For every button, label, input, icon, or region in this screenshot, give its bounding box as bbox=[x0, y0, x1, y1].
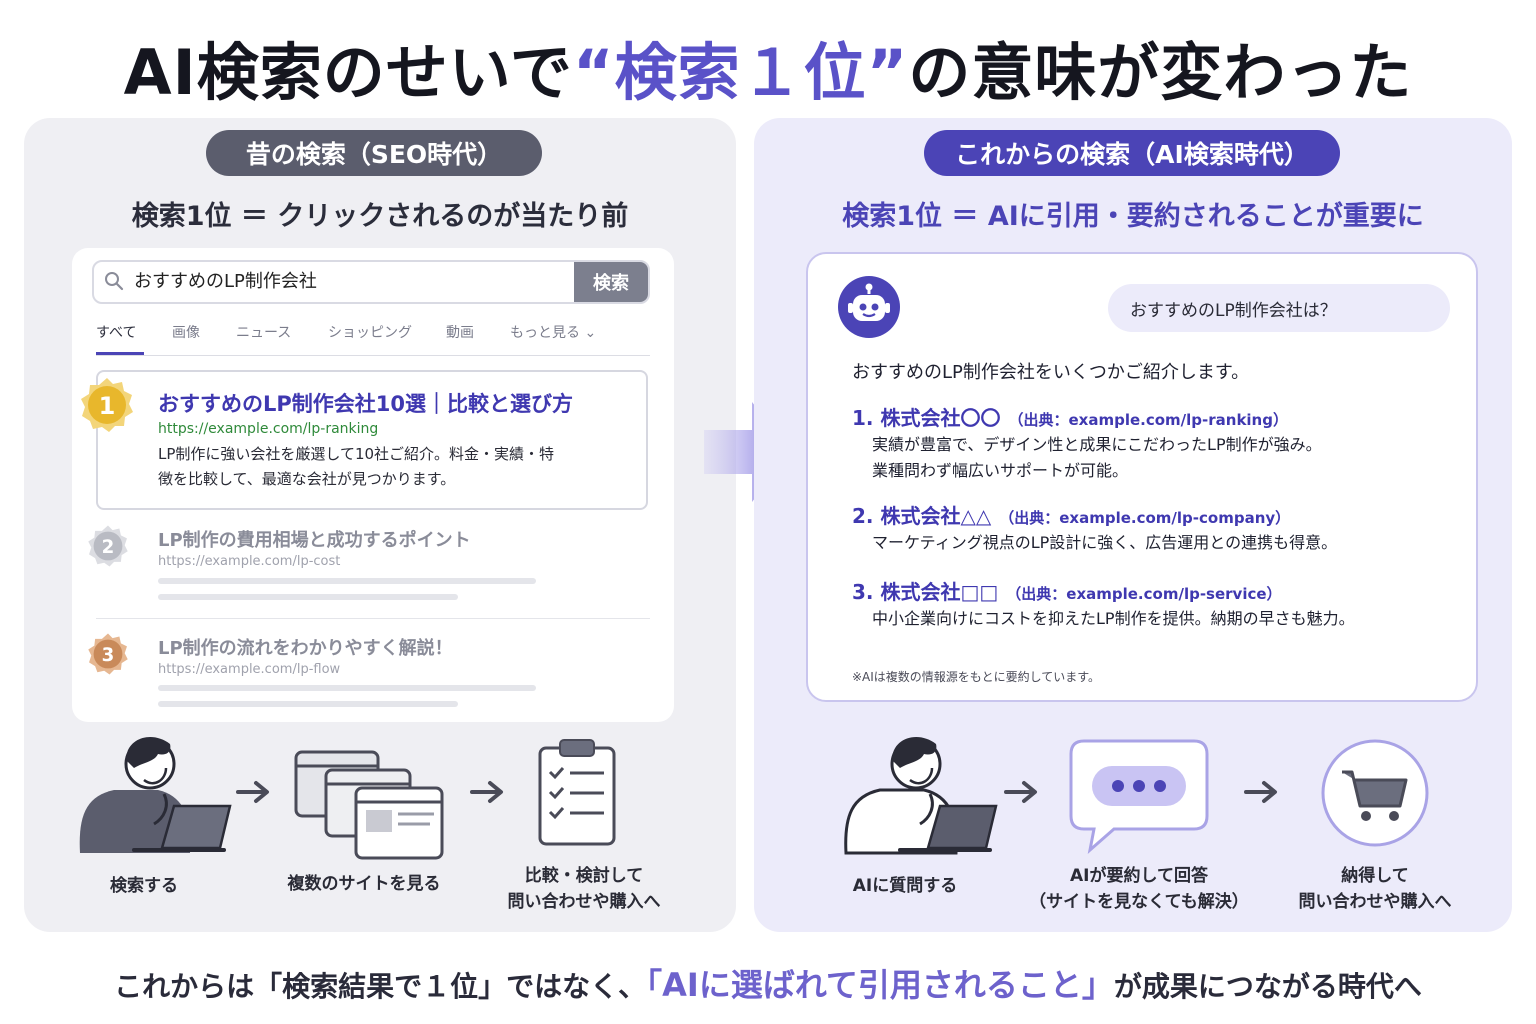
seo-era-panel: 昔の検索（SEO時代） 検索1位 ＝ クリックされるのが当たり前 おすすめのLP… bbox=[24, 118, 736, 932]
ai-summary-note: ※AIは複数の情報源をもとに要約しています。 bbox=[852, 670, 1101, 684]
ai-item-1-name: 1. 株式会社〇〇 bbox=[852, 406, 1001, 430]
arrow-right-icon bbox=[470, 781, 503, 803]
ai-item-1-source[interactable]: （出典：example.com/lp-ranking） bbox=[1008, 411, 1288, 429]
result-1-desc-2: 徴を比較して、最適な会社が見つかります。 bbox=[158, 470, 456, 488]
gold-medal-icon: 1 bbox=[81, 378, 133, 432]
result-divider bbox=[96, 618, 650, 619]
result-3-url[interactable]: https://example.com/lp-flow bbox=[158, 662, 341, 677]
shopping-cart-icon bbox=[1321, 739, 1429, 847]
flow-purchase-label-1: 納得して bbox=[1341, 866, 1409, 886]
footer-pre: これからは「検索結果で１位」ではなく、 bbox=[114, 970, 647, 1003]
result-1-url[interactable]: https://example.com/lp-ranking bbox=[158, 421, 379, 437]
flow-ask-ai-label: AIに質問する bbox=[852, 876, 958, 896]
ai-intro-text: おすすめのLP制作会社をいくつかご紹介します。 bbox=[852, 362, 1250, 383]
flow-search-label: 検索する bbox=[110, 876, 178, 896]
robot-icon bbox=[848, 283, 890, 321]
placeholder-line bbox=[158, 594, 458, 600]
arrow-right-icon bbox=[1244, 781, 1277, 803]
tab-videos[interactable]: 動画 bbox=[446, 325, 474, 341]
tab-images[interactable]: 画像 bbox=[172, 325, 200, 341]
rank-2-label: 2 bbox=[102, 537, 115, 558]
ai-era-panel: これからの検索（AI検索時代） 検索1位 ＝ AIに引用・要約されることが重要に… bbox=[754, 118, 1512, 932]
ai-item-3-name: 3. 株式会社□□ bbox=[852, 580, 999, 604]
placeholder-line bbox=[158, 685, 536, 691]
result-1-desc-1: LP制作に強い会社を厳選して10社ご紹介。料金・実績・特 bbox=[158, 445, 555, 463]
rank-1-label: 1 bbox=[99, 392, 116, 420]
ai-item-3-title: 3. 株式会社□□ （出典：example.com/lp-service） bbox=[852, 576, 1282, 605]
title-highlight: “検索１位” bbox=[572, 36, 909, 109]
rank-3-label: 3 bbox=[102, 645, 115, 666]
ai-item-2-title: 2. 株式会社△△ （出典：example.com/lp-company） bbox=[852, 500, 1290, 529]
chat-bubble-icon bbox=[1069, 739, 1209, 854]
multiple-websites-icon bbox=[294, 750, 444, 860]
user-question-bubble: おすすめのLP制作会社は？ bbox=[1108, 284, 1450, 332]
active-tab-indicator bbox=[96, 352, 144, 355]
arrow-right-icon bbox=[1004, 781, 1037, 803]
result-2-title[interactable]: LP制作の費用相場と成功するポイント bbox=[158, 530, 471, 551]
result-2-url[interactable]: https://example.com/lp-cost bbox=[158, 554, 341, 569]
title-pre: AI検索のせいで bbox=[123, 36, 573, 109]
tab-more[interactable]: もっと見る ⌄ bbox=[510, 325, 597, 341]
seo-era-pill: 昔の検索（SEO時代） bbox=[206, 130, 542, 176]
search-tabs: すべて 画像 ニュース ショッピング 動画 もっと見る ⌄ bbox=[96, 322, 650, 356]
top-result-highlight bbox=[96, 370, 648, 510]
result-3-title[interactable]: LP制作の流れをわかりやすく解説！ bbox=[158, 638, 453, 659]
seo-era-subhead: 検索1位 ＝ クリックされるのが当たり前 bbox=[131, 201, 629, 232]
ai-item-1-desc-2: 業種問わず幅広いサポートが可能。 bbox=[872, 461, 1129, 480]
flow-ai-answer-label-2: （サイトを見なくても解決） bbox=[1029, 892, 1249, 912]
footer-post: が成果につながる時代へ bbox=[1113, 970, 1422, 1003]
page-title: AI検索のせいで“検索１位”の意味が変わった bbox=[0, 22, 1536, 112]
arrow-right-icon bbox=[236, 781, 269, 803]
footer-highlight: 「AIに選ばれて引用されること」 bbox=[646, 966, 1114, 1004]
title-post: の意味が変わった bbox=[908, 36, 1413, 109]
ai-era-pill: これからの検索（AI検索時代） bbox=[924, 130, 1340, 176]
silver-medal-icon: 2 bbox=[88, 525, 128, 567]
result-1-title[interactable]: おすすめのLP制作会社10選｜比較と選び方 bbox=[158, 392, 573, 416]
flow-compare-label-1: 比較・検討して bbox=[524, 866, 644, 886]
tab-shopping[interactable]: ショッピング bbox=[328, 325, 412, 341]
ai-item-2-source[interactable]: （出典：example.com/lp-company） bbox=[999, 509, 1291, 527]
search-button[interactable]: 検索 bbox=[574, 262, 648, 302]
search-bar[interactable]: おすすめのLP制作会社 検索 bbox=[92, 260, 650, 304]
search-input[interactable]: おすすめのLP制作会社 bbox=[134, 271, 317, 292]
search-icon bbox=[105, 272, 124, 291]
ai-answer-card: おすすめのLP制作会社は？ おすすめのLP制作会社をいくつかご紹介します。 1.… bbox=[806, 252, 1478, 702]
ai-item-1-title: 1. 株式会社〇〇 （出典：example.com/lp-ranking） bbox=[852, 402, 1288, 431]
ai-item-3-desc-1: 中小企業向けにコストを抑えたLP制作を提供。納期の早さも魅力。 bbox=[872, 609, 1355, 628]
footer-message: これからは「検索結果で１位」ではなく、「AIに選ばれて引用されること」が成果につ… bbox=[0, 960, 1536, 1006]
tab-news[interactable]: ニュース bbox=[236, 325, 292, 341]
person-searching-icon bbox=[79, 737, 232, 853]
flow-purchase-label-2: 問い合わせや購入へ bbox=[1298, 892, 1452, 912]
person-asking-ai-icon bbox=[844, 737, 998, 855]
ai-item-2-name: 2. 株式会社△△ bbox=[852, 504, 992, 528]
ai-item-1-desc-1: 実績が豊富で、デザイン性と成果にこだわったLP制作が強み。 bbox=[872, 435, 1322, 454]
flow-ai-answer-label-1: AIが要約して回答 bbox=[1070, 866, 1208, 886]
search-results-card: おすすめのLP制作会社 検索 すべて 画像 ニュース ショッピング 動画 もっと… bbox=[72, 248, 674, 722]
checklist-clipboard-icon bbox=[538, 739, 616, 846]
flow-browse-label: 複数のサイトを見る bbox=[287, 874, 441, 894]
placeholder-line bbox=[158, 578, 536, 584]
ai-era-subhead: 検索1位 ＝ AIに引用・要約されることが重要に bbox=[842, 201, 1424, 232]
flow-compare-label-2: 問い合わせや購入へ bbox=[507, 892, 661, 912]
tab-all[interactable]: すべて bbox=[96, 325, 137, 341]
bronze-medal-icon: 3 bbox=[88, 633, 128, 675]
ai-item-2-desc-1: マーケティング視点のLP設計に強く、広告運用との連携も得意。 bbox=[872, 533, 1338, 552]
ai-item-3-source[interactable]: （出典：example.com/lp-service） bbox=[1006, 585, 1282, 603]
ai-bot-avatar bbox=[838, 276, 900, 338]
placeholder-line bbox=[158, 701, 458, 707]
